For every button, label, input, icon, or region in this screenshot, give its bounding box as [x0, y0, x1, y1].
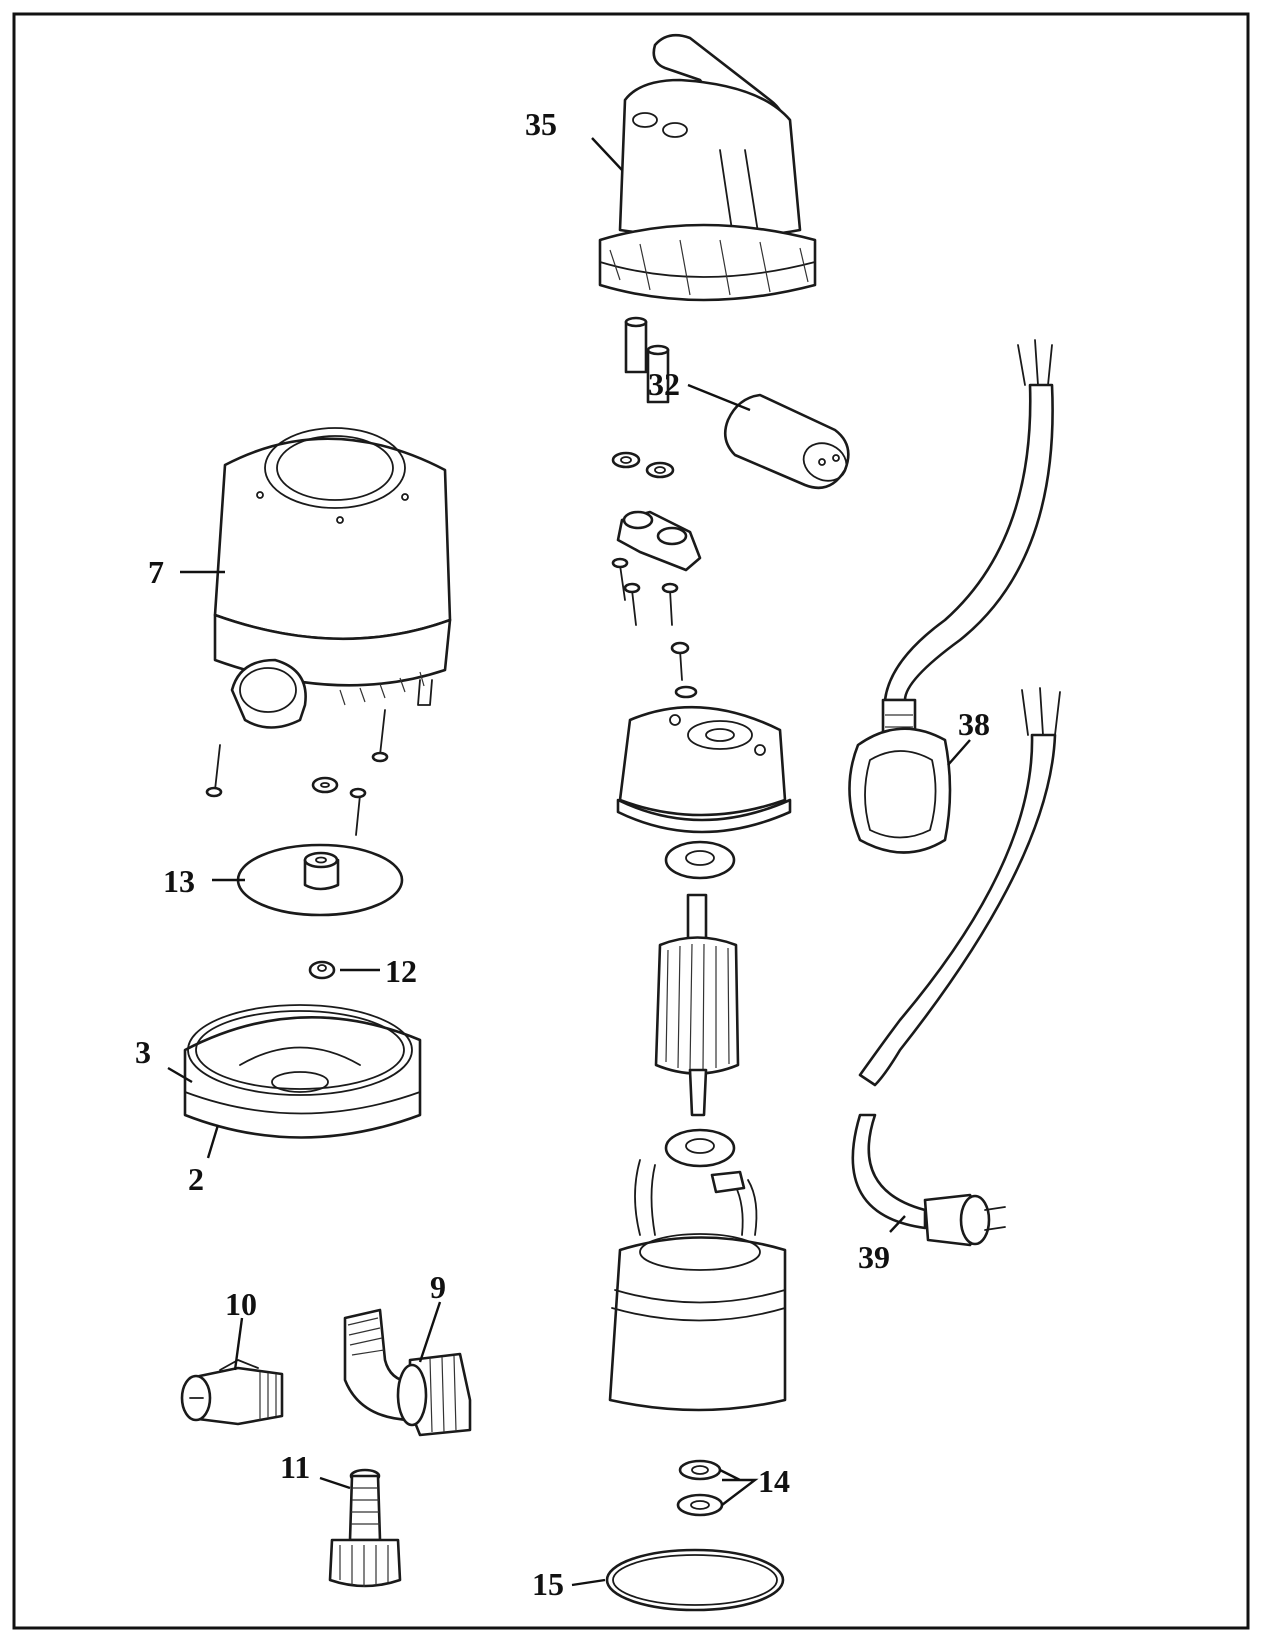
part-14-seals: [676, 1459, 724, 1517]
screws-center: [611, 557, 698, 699]
part-11-hose-connector: [328, 1468, 402, 1588]
label-38: 38: [958, 706, 990, 742]
label-7: 7: [148, 554, 164, 590]
part-13-impeller: [236, 843, 404, 917]
label-39: 39: [858, 1239, 890, 1275]
motor-upper-cap: [616, 705, 792, 834]
housing-screws: [205, 709, 389, 836]
label-10: 10: [225, 1286, 257, 1322]
label-15: 15: [532, 1566, 564, 1602]
part-38-float-switch: [848, 339, 1054, 854]
terminal-posts: [624, 316, 670, 404]
part-32-capacitor: [723, 393, 850, 490]
label-12: 12: [385, 953, 417, 989]
diagram-frame: [12, 12, 1250, 1630]
label-35: 35: [525, 106, 557, 142]
label-13: 13: [163, 863, 195, 899]
part-9-elbow: [343, 1308, 472, 1437]
part-7-pump-housing: [213, 427, 452, 729]
part-labels: 35 32 7 38 13 12 3 2 10 9 11 39 14 15: [135, 106, 990, 1602]
rotor: [654, 893, 740, 1117]
part-12-nut: [308, 960, 336, 980]
label-11: 11: [280, 1449, 310, 1485]
stator: [608, 1159, 787, 1412]
upper-bearing: [664, 840, 736, 880]
label-32: 32: [648, 366, 680, 402]
label-14: 14: [758, 1463, 790, 1499]
part-10-fitting: [180, 1359, 284, 1426]
part-2-3-pump-base: [183, 1004, 422, 1139]
leader-lines: [167, 137, 971, 1587]
small-nuts: [611, 451, 675, 479]
label-2: 2: [188, 1161, 204, 1197]
label-9: 9: [430, 1269, 446, 1305]
lower-bearing: [664, 1128, 736, 1168]
part-39-power-cable: [851, 687, 1061, 1247]
part-35-top-housing: [598, 33, 817, 302]
part-15-o-ring: [605, 1548, 785, 1612]
terminal-block: [616, 510, 702, 572]
label-3: 3: [135, 1034, 151, 1070]
